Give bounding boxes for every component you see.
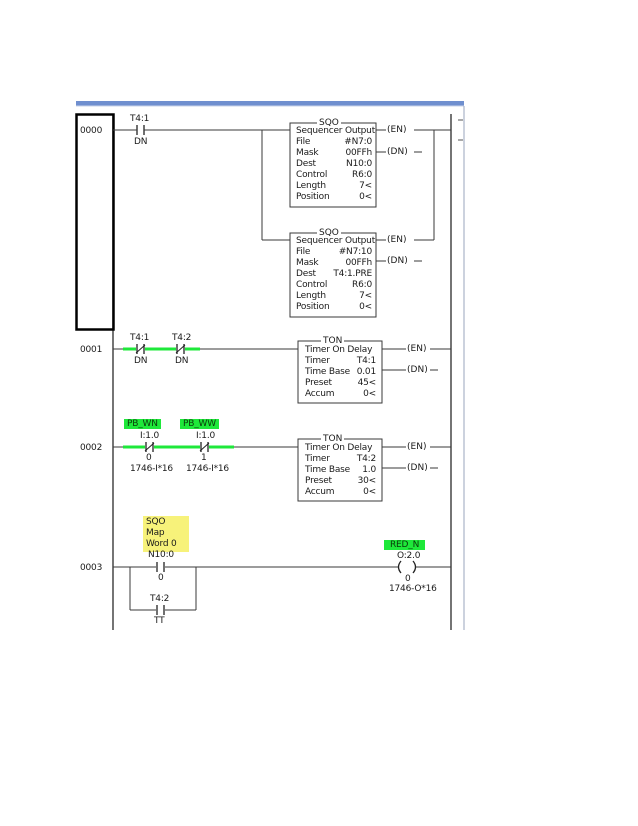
comment-line: Map (146, 528, 165, 538)
param-label: Mask (296, 258, 319, 268)
contact-address: N10:0 (148, 550, 174, 560)
param-label: Time Base (305, 367, 351, 377)
param-value[interactable]: 00FFh (345, 148, 372, 158)
header-bar (76, 101, 464, 106)
rung-number[interactable]: 0003 (80, 563, 103, 573)
coil-bit: 0 (405, 574, 411, 584)
param-label: Accum (305, 487, 335, 497)
tag-label: PB_WW (180, 419, 219, 429)
param-value[interactable]: 1.0 (362, 465, 376, 475)
output-dn: (DN) (386, 147, 409, 157)
param-label: Dest (296, 269, 316, 279)
output-dn: (DN) (386, 256, 409, 266)
param-value[interactable]: 45< (357, 378, 377, 388)
param-label: File (296, 137, 311, 147)
contact-bit: TT (154, 616, 165, 626)
comment-line: SQO (146, 517, 166, 527)
param-value[interactable]: 0< (363, 487, 376, 497)
rung-number[interactable]: 0001 (80, 345, 103, 355)
contact-address: I:1.0 (196, 431, 215, 441)
param-label: Position (296, 302, 330, 312)
contact-bit: 1 (201, 453, 207, 463)
param-value[interactable]: 0< (359, 302, 372, 312)
instruction-type: TON (321, 336, 345, 346)
param-value[interactable]: 0< (363, 389, 376, 399)
tag-label: RED_N (384, 540, 426, 550)
param-value[interactable]: 7< (359, 291, 372, 301)
contact-address: T4:2 (150, 594, 170, 604)
output-dn: (DN) (406, 463, 429, 473)
param-label: Preset (305, 476, 332, 486)
param-label: Time Base (305, 465, 351, 475)
module-label: 1746-O*16 (389, 584, 437, 594)
param-value[interactable]: 0.01 (356, 367, 376, 377)
param-label: Timer (305, 454, 330, 464)
rung-number[interactable]: 0000 (80, 126, 103, 136)
instruction-name: Timer On Delay (305, 443, 373, 453)
instruction-name: Sequencer Output (296, 236, 376, 246)
contact-address: T4:1 (130, 114, 150, 124)
contact-bit: 0 (146, 453, 152, 463)
rung-0003-wiring (113, 560, 451, 615)
output-dn: (DN) (406, 365, 429, 375)
param-value[interactable]: T4:1 (356, 356, 376, 366)
rung-0001-wiring (113, 340, 451, 404)
param-label: Length (296, 291, 326, 301)
contact-bit: DN (134, 356, 148, 366)
param-value[interactable]: R6:0 (352, 280, 372, 290)
comment-line: Word 0 (146, 539, 177, 549)
module-label: 1746-I*16 (186, 464, 229, 474)
param-value[interactable]: N10:0 (346, 159, 372, 169)
param-value[interactable]: #N7:10 (338, 247, 372, 257)
output-en: (EN) (406, 344, 428, 354)
param-label: Accum (305, 389, 335, 399)
param-value[interactable]: T4:1.PRE (333, 269, 372, 279)
contact-bit: DN (175, 356, 189, 366)
contact-address: I:1.0 (140, 431, 159, 441)
instruction-type: TON (321, 434, 345, 444)
param-value[interactable]: 0< (359, 192, 372, 202)
param-label: Control (296, 280, 328, 290)
contact-bit: DN (134, 137, 148, 147)
param-label: Dest (296, 159, 316, 169)
param-label: Mask (296, 148, 319, 158)
param-label: Preset (305, 378, 332, 388)
param-value[interactable]: 7< (359, 181, 372, 191)
contact-bit: 0 (158, 573, 164, 583)
param-value[interactable]: #N7:0 (344, 137, 372, 147)
param-label: File (296, 247, 311, 257)
rung-comment: SQO Map Word 0 (143, 516, 189, 552)
output-en: (EN) (386, 125, 408, 135)
instruction-name: Timer On Delay (305, 345, 373, 355)
tag-label: PB_WN (124, 419, 161, 429)
rung-selection-box[interactable] (75, 113, 115, 331)
param-label: Control (296, 170, 328, 180)
param-value[interactable]: T4:2 (356, 454, 376, 464)
contact-address: T4:1 (130, 333, 150, 343)
output-en: (EN) (386, 235, 408, 245)
instruction-type: SQO (317, 118, 341, 128)
contact-address: T4:2 (172, 333, 192, 343)
output-en: (EN) (406, 442, 428, 452)
param-label: Length (296, 181, 326, 191)
instruction-name: Sequencer Output (296, 126, 376, 136)
param-label: Timer (305, 356, 330, 366)
param-value[interactable]: 30< (357, 476, 377, 486)
instruction-type: SQO (317, 228, 341, 238)
param-label: Position (296, 192, 330, 202)
rung-number[interactable]: 0002 (80, 443, 103, 453)
rung-0002-wiring (113, 438, 451, 502)
param-value[interactable]: R6:0 (352, 170, 372, 180)
param-value[interactable]: 00FFh (345, 258, 372, 268)
module-label: 1746-I*16 (130, 464, 173, 474)
coil-address: O:2.0 (397, 551, 421, 561)
